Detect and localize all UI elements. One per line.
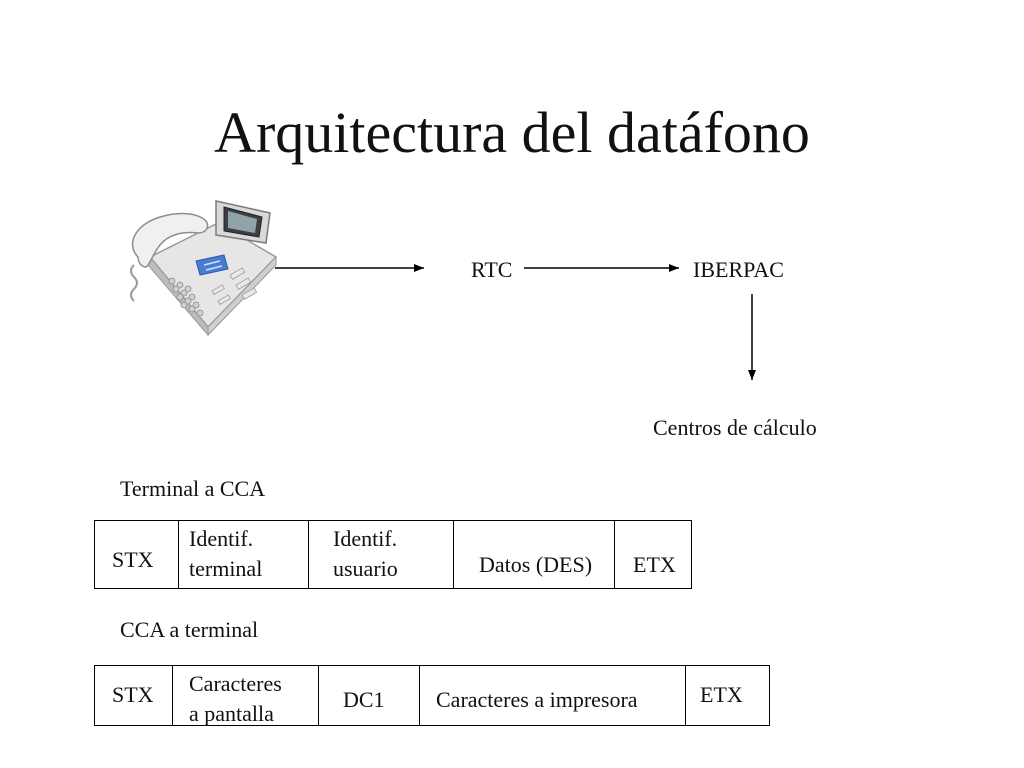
node-rtc: RTC <box>471 257 513 282</box>
node-centros-de-calculo: Centros de cálculo <box>653 415 817 440</box>
frame-field: ETX <box>685 666 771 725</box>
frame-field-label: Identif. usuario <box>333 526 398 581</box>
frame-field-label: STX <box>112 547 154 572</box>
frame-field-label: Datos (DES) <box>479 552 593 577</box>
frame-field-label: Caracteres a impresora <box>436 687 638 712</box>
frame-field: STX <box>95 521 178 588</box>
frame-field: Identif. terminal <box>178 521 308 588</box>
frame-field-label: ETX <box>633 552 676 577</box>
frame-field: Caracteres a impresora <box>419 666 685 725</box>
frame-caption-terminal-to-cca: Terminal a CCA <box>120 476 266 501</box>
node-iberpac: IBERPAC <box>693 257 784 282</box>
frame-field: STX <box>95 666 172 725</box>
frame-field-label: Identif. terminal <box>189 526 263 581</box>
frame-field-label: ETX <box>700 682 743 707</box>
frame-caption-cca-to-terminal: CCA a terminal <box>120 617 259 642</box>
frame-field-label: Caracteres a pantalla <box>189 671 282 726</box>
slide-title: Arquitectura del datáfono <box>214 100 810 165</box>
frame-field: DC1 <box>318 666 419 725</box>
frame-field: Identif. usuario <box>308 521 453 588</box>
frame-field: Datos (DES) <box>453 521 614 588</box>
frame-terminal-to-cca: STX Identif. terminal Identif. usuario D… <box>94 520 692 589</box>
frame-field-label: DC1 <box>343 687 385 712</box>
frame-cca-to-terminal: STX Caracteres a pantalla DC1 Caracteres… <box>94 665 770 726</box>
frame-field-label: STX <box>112 682 154 707</box>
frame-field: ETX <box>614 521 693 588</box>
phone-terminal-icon <box>130 200 278 337</box>
frame-field: Caracteres a pantalla <box>172 666 318 726</box>
